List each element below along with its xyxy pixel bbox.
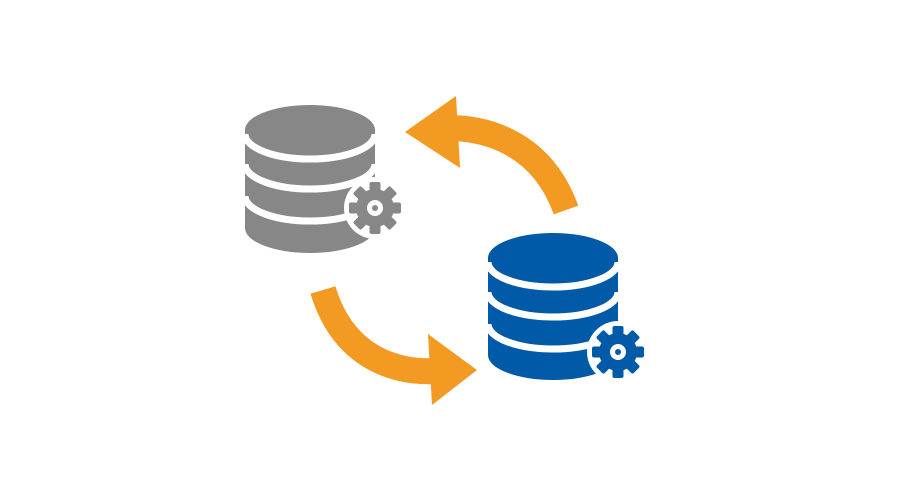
source-database-icon bbox=[241, 105, 379, 253]
target-gear-icon bbox=[587, 321, 649, 383]
arrow-lower-head bbox=[428, 334, 477, 405]
source-database bbox=[241, 105, 406, 253]
arrow-upper-shaft bbox=[447, 115, 579, 215]
arrow-upper-head bbox=[405, 96, 460, 168]
source-gear-icon bbox=[344, 177, 406, 239]
target-database bbox=[484, 233, 649, 383]
arrow-lower-shaft bbox=[310, 285, 437, 385]
sync-arrow-upper bbox=[405, 96, 579, 215]
sync-arrow-lower bbox=[310, 285, 477, 405]
